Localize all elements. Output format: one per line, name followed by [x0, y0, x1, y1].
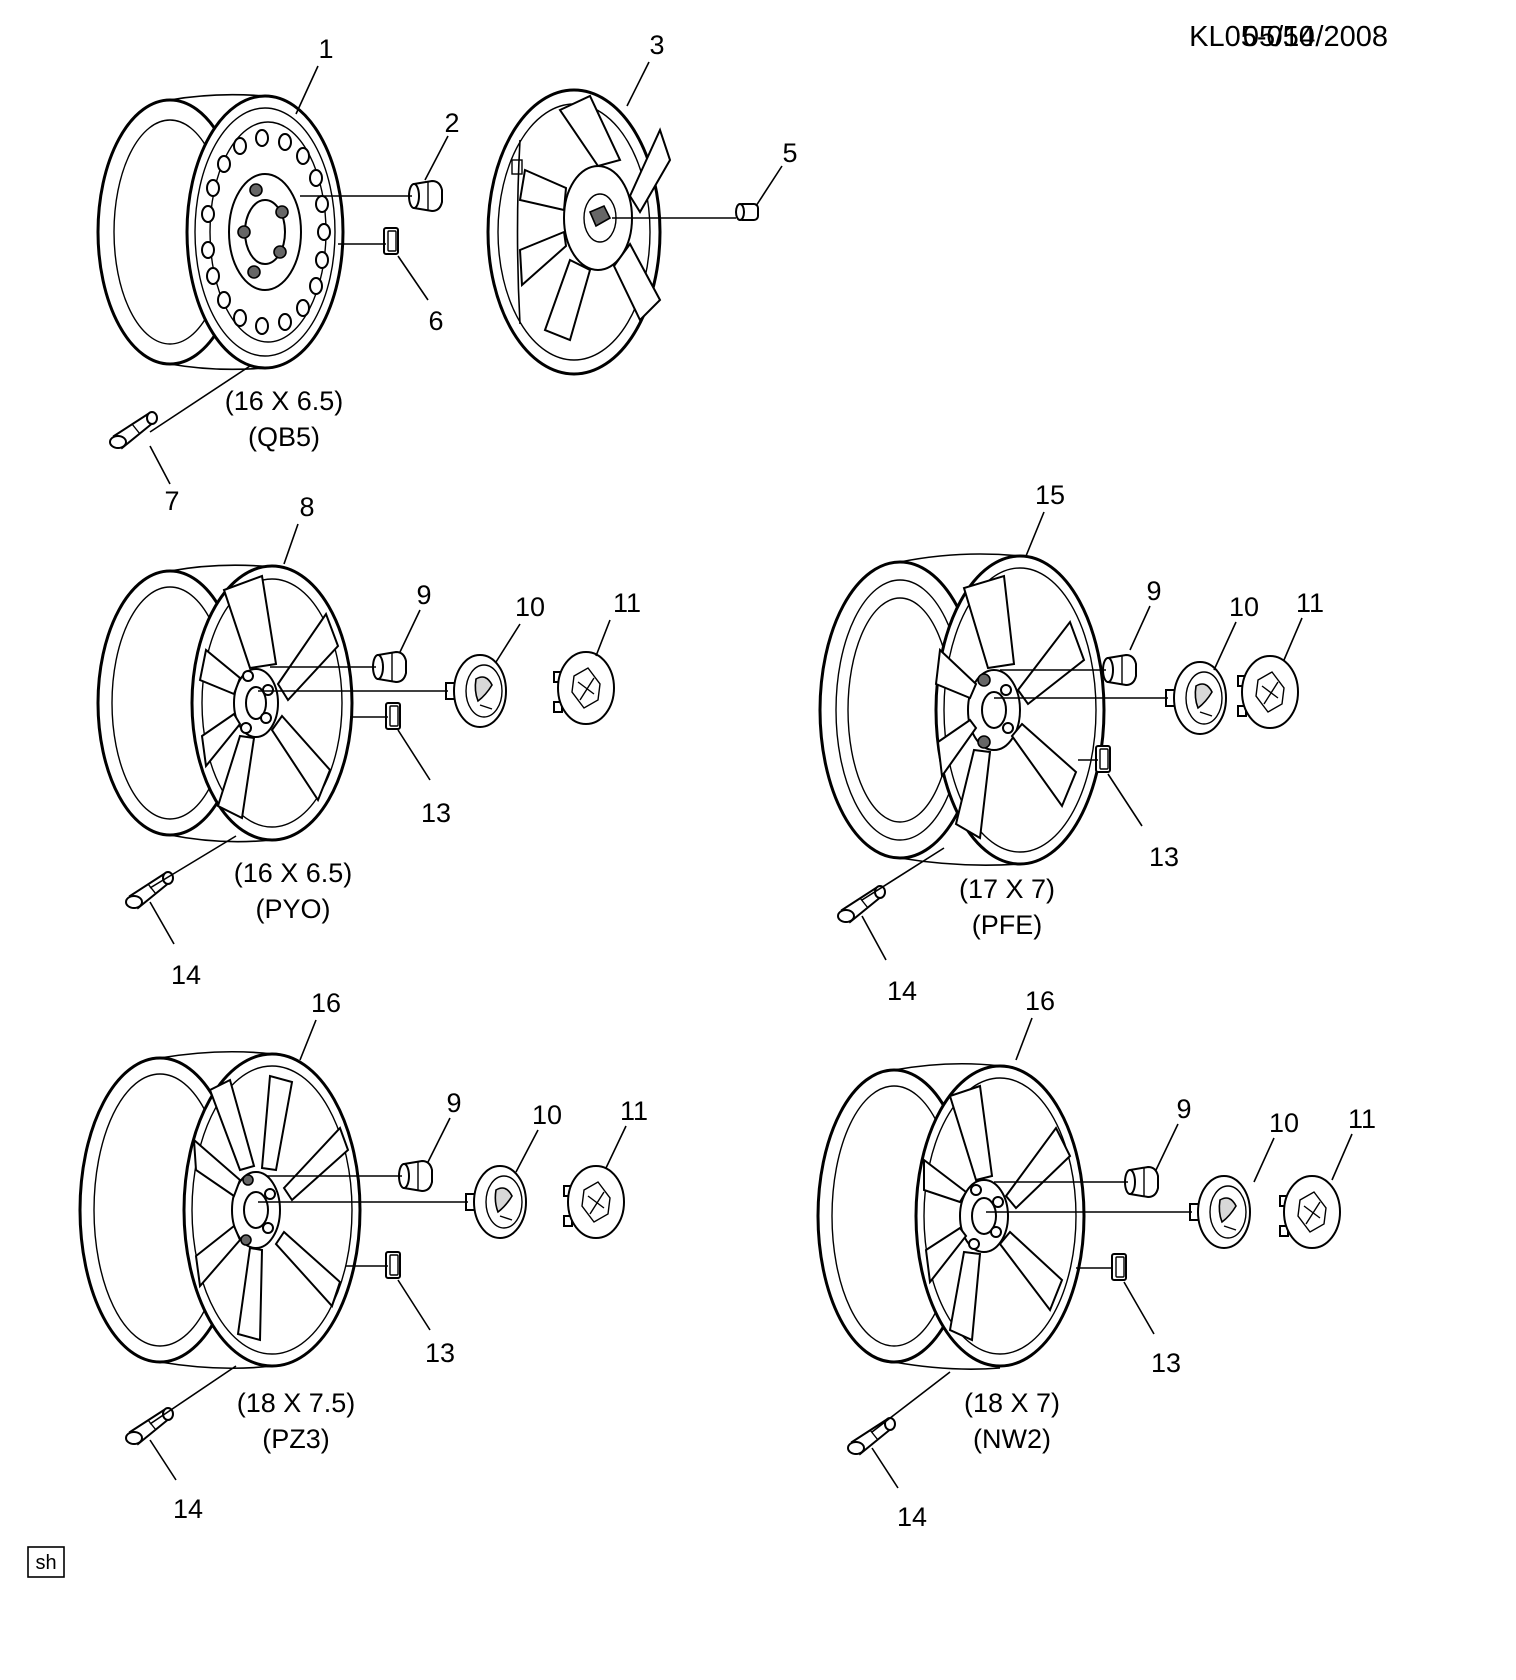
alloy-wheel-pfe	[818, 553, 1106, 866]
callout-10-nw2: 10	[1269, 1108, 1299, 1138]
callout-6: 6	[428, 306, 443, 336]
callout-14-pyo: 14	[171, 960, 201, 990]
callout-5: 5	[782, 138, 797, 168]
footer-tag-text: sh	[35, 1552, 56, 1574]
callout-14-nw2: 14	[897, 1502, 927, 1532]
callout-13-nw2: 13	[1151, 1348, 1181, 1378]
callout-9-pfe: 9	[1146, 576, 1161, 606]
callout-15: 15	[1035, 480, 1065, 510]
callout-14-pfe: 14	[887, 976, 917, 1006]
callout-14-pz3: 14	[173, 1494, 203, 1524]
callout-11-pfe: 11	[1296, 588, 1324, 618]
callout-11-pyo: 11	[613, 588, 641, 618]
hubcap-3	[486, 88, 672, 376]
wheel-size-pz3: (18 X 7.5)	[237, 1388, 356, 1418]
wheel-code-pyo: (PYO)	[255, 894, 330, 924]
wheel-code-qb5: (QB5)	[248, 422, 320, 452]
callout-3: 3	[649, 30, 664, 60]
callout-10-pyo: 10	[515, 592, 545, 622]
callout-9-pyo: 9	[416, 580, 431, 610]
alloy-wheel-pyo	[96, 564, 354, 843]
wheel-nut-cap-5	[735, 203, 759, 221]
callout-13-pz3: 13	[425, 1338, 455, 1368]
callout-8: 8	[299, 492, 314, 522]
callout-13-pfe: 13	[1149, 842, 1179, 872]
alloy-wheel-nw2	[816, 1062, 1086, 1370]
wheel-size-pfe: (17 X 7)	[959, 874, 1055, 904]
wheel-code-nw2: (NW2)	[973, 1424, 1051, 1454]
diagram-date: 05/14/2008	[1243, 21, 1388, 53]
callout-10-pfe: 10	[1229, 592, 1259, 622]
callout-2: 2	[444, 108, 459, 138]
wheel-size-pyo: (16 X 6.5)	[234, 858, 353, 888]
callout-9-nw2: 9	[1176, 1094, 1191, 1124]
footer-tag: sh	[27, 1546, 65, 1578]
callout-10-pz3: 10	[532, 1100, 562, 1130]
callout-16-nw2: 16	[1025, 986, 1055, 1016]
callout-13-pyo: 13	[421, 798, 451, 828]
wheel-code-pz3: (PZ3)	[262, 1424, 330, 1454]
callout-1: 1	[318, 34, 333, 64]
diagram-code: KL05-050	[1189, 21, 1315, 53]
wheel-size-qb5: (16 X 6.5)	[225, 386, 344, 416]
steel-wheel-qb5	[96, 93, 345, 371]
callout-16-pz3: 16	[311, 988, 341, 1018]
alloy-wheel-pz3	[78, 1050, 362, 1370]
callout-11-pz3: 11	[620, 1096, 648, 1126]
callout-7: 7	[164, 486, 179, 516]
callout-11-nw2: 11	[1348, 1104, 1376, 1134]
wheel-size-nw2: (18 X 7)	[964, 1388, 1060, 1418]
callout-9-pz3: 9	[446, 1088, 461, 1118]
wheel-code-pfe: (PFE)	[972, 910, 1043, 940]
